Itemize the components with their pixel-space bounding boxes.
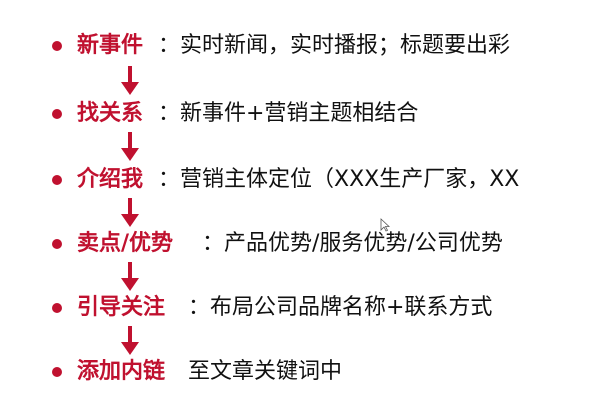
- down-arrow-icon: [121, 198, 139, 227]
- bullet-dot-icon: [52, 367, 62, 377]
- item-term: 找关系: [77, 101, 144, 126]
- bullet-dot-icon: [52, 303, 62, 313]
- item-term: 引导关注: [77, 295, 166, 320]
- item-term: 添加内链: [77, 359, 166, 384]
- down-arrow-icon: [121, 66, 139, 95]
- down-arrow-icon: [121, 262, 139, 291]
- item-description: ：实时新闻，实时播报；标题要出彩: [158, 33, 511, 58]
- item-description: ：营销主体定位（XXX生产厂家，XX: [158, 167, 520, 192]
- list-item: 新事件 ：实时新闻，实时播报；标题要出彩: [0, 24, 600, 68]
- list-item: 介绍我 ：营销主体定位（XXX生产厂家，XX: [0, 158, 600, 202]
- list-item: 添加内链 至文章关键词中: [0, 350, 600, 394]
- down-arrow-icon: [121, 326, 139, 355]
- list-item: 卖点/优势 ：产品优势/服务优势/公司优势: [0, 222, 600, 266]
- item-description: 至文章关键词中: [188, 359, 343, 384]
- bullet-dot-icon: [52, 41, 62, 51]
- down-arrow-icon: [121, 132, 139, 161]
- item-term: 介绍我: [77, 167, 144, 192]
- item-description: ：产品优势/服务优势/公司优势: [202, 231, 503, 256]
- list-item: 找关系 ：新事件+营销主题相结合: [0, 92, 600, 136]
- mouse-cursor-icon: [380, 218, 390, 232]
- item-term: 卖点/优势: [77, 231, 174, 256]
- list-item: 引导关注 ：布局公司品牌名称+联系方式: [0, 286, 600, 330]
- bullet-dot-icon: [52, 175, 62, 185]
- bullet-dot-icon: [52, 239, 62, 249]
- item-description: ：新事件+营销主题相结合: [158, 101, 419, 126]
- item-description: ：布局公司品牌名称+联系方式: [188, 295, 493, 320]
- item-term: 新事件: [77, 33, 144, 58]
- bullet-dot-icon: [52, 109, 62, 119]
